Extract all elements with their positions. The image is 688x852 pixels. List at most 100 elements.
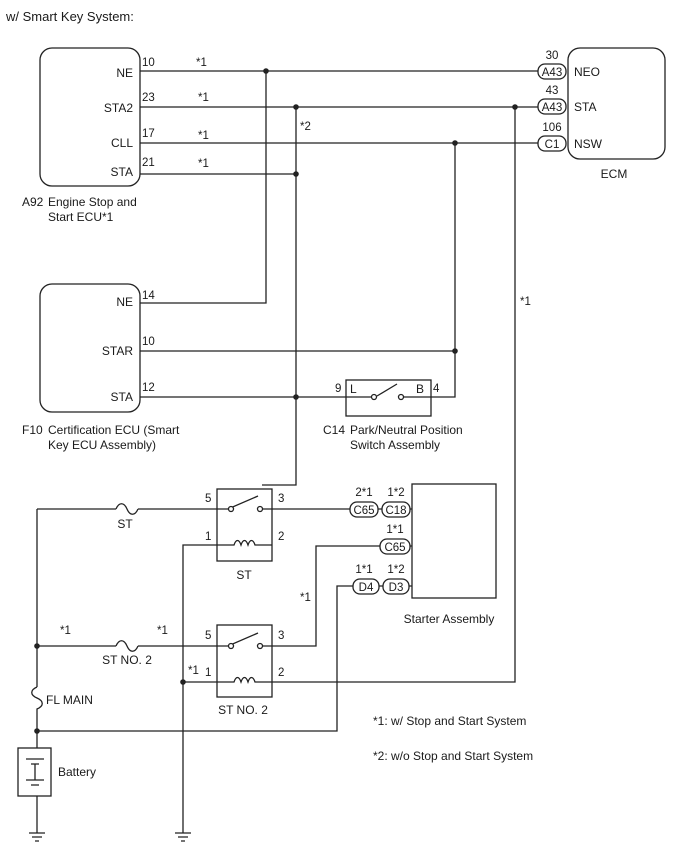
- connector-c1-nsw-pin: 106: [542, 122, 561, 134]
- f10-pin-sta-number: 12: [142, 382, 155, 394]
- a92-cll-note: *1: [198, 130, 209, 142]
- connector-a43-sta-pin: 43: [546, 85, 559, 97]
- coil-ground-star1: *1: [188, 665, 199, 677]
- a92-pin-ne-label: NE: [116, 66, 133, 80]
- connector-d3-pin: 1*2: [387, 564, 404, 576]
- f10-pin-ne-number: 14: [142, 290, 155, 302]
- c14-term-l: L: [350, 382, 357, 396]
- connector-c65-b-label: C65: [384, 542, 405, 554]
- st-no2-relay: [216, 624, 273, 698]
- a92-pin-sta2-label: STA2: [104, 101, 133, 115]
- ecm-pin-nsw-label: NSW: [574, 137, 603, 151]
- engine-stop-start-ecu: NE STA2 CLL STA A92 Engine Stop and Star…: [22, 47, 141, 224]
- a92-pin-sta-number: 21: [142, 157, 155, 169]
- starter-assembly: Starter Assembly: [404, 483, 497, 626]
- diagram-title: w/ Smart Key System:: [5, 9, 134, 24]
- connector-a43-neo-pin: 30: [546, 50, 559, 62]
- park-neutral-switch: L B: [345, 379, 432, 417]
- a92-sta2-note: *1: [198, 92, 209, 104]
- starter-name: Starter Assembly: [404, 612, 495, 626]
- f10-code: F10: [22, 423, 43, 437]
- a92-pin-sta2-number: 23: [142, 92, 155, 104]
- a92-name-line2: Start ECU*1: [48, 210, 114, 224]
- c14-code: C14: [323, 423, 345, 437]
- connector-d4-label: D4: [359, 582, 374, 594]
- battery: Battery: [17, 747, 96, 797]
- fuse-st-label: ST: [117, 517, 133, 531]
- junction-star: [452, 348, 458, 354]
- legend-line1: *1: w/ Stop and Start System: [373, 714, 526, 728]
- connector-c65-b-pin: 1*1: [386, 524, 403, 536]
- fuse-st-no2-symbol: [115, 640, 139, 652]
- fuse-st-no2-label: ST NO. 2: [102, 653, 152, 667]
- junction-sta2: [293, 104, 299, 110]
- junction-a92-sta: [293, 171, 299, 177]
- st-relay-pin1: 1: [205, 531, 211, 543]
- st-no2-relay-pin3: 3: [278, 630, 284, 642]
- connector-a43-sta-label: A43: [542, 102, 562, 114]
- wire-ne: [140, 70, 538, 304]
- st-no2-star1-left: *1: [60, 625, 71, 637]
- a92-code: A92: [22, 195, 44, 209]
- wire-d4-to-battery: [37, 585, 412, 732]
- ground-icon-battery: [29, 832, 45, 842]
- junction-ne: [263, 68, 269, 74]
- c14-term-b: B: [416, 382, 424, 396]
- f10-pin-ne-label: NE: [116, 295, 133, 309]
- a92-sta-note: *1: [198, 158, 209, 170]
- connector-c18-pin: 1*2: [387, 487, 404, 499]
- st-no2-star1-right: *1: [157, 625, 168, 637]
- st-no2-relay-pin5: 5: [205, 630, 211, 642]
- legend-line2: *2: w/o Stop and Start System: [373, 749, 533, 763]
- a92-pin-cll-number: 17: [142, 128, 155, 140]
- st-no2-relay-name: ST NO. 2: [218, 703, 268, 717]
- ecm-name: ECM: [601, 167, 628, 181]
- c14-name-line2: Switch Assembly: [350, 438, 440, 452]
- junction-battery: [34, 728, 40, 734]
- d4-star1-note: *1: [300, 592, 311, 604]
- a92-pin-ne-number: 10: [142, 57, 155, 69]
- certification-ecu: NE STAR STA F10 Certification ECU (Smart…: [22, 283, 180, 452]
- wire-ecm-sta-st-no2: [262, 107, 516, 683]
- a92-name-line1: Engine Stop and: [48, 195, 137, 209]
- junction-f10-sta: [293, 394, 299, 400]
- wire-nsw: [140, 142, 538, 398]
- st-relay-name: ST: [236, 568, 252, 582]
- st-relay-pin5: 5: [205, 493, 211, 505]
- fuse-fl-main-label: FL MAIN: [46, 693, 93, 707]
- st-relay-pin3: 3: [278, 493, 284, 505]
- connector-c18-label: C18: [385, 505, 406, 517]
- c14-pin-b: 4: [433, 383, 440, 395]
- f10-name-line1: Certification ECU (Smart: [48, 423, 180, 437]
- ground-icon-coil: [175, 832, 191, 842]
- st-relay: [216, 488, 273, 562]
- wire-coil-ground: [182, 544, 217, 833]
- junction-nsw: [452, 140, 458, 146]
- junction-st-no2-fuse: [34, 643, 40, 649]
- battery-label: Battery: [58, 765, 96, 779]
- connector-d3-label: D3: [389, 582, 404, 594]
- connector-c65-a-label: C65: [353, 505, 374, 517]
- fuse-st-symbol: [115, 503, 139, 515]
- wire-st-no2-to-starter: [272, 545, 412, 647]
- st-no2-relay-pin2: 2: [278, 667, 284, 679]
- ecm: NEO STA NSW ECM: [567, 47, 666, 181]
- f10-pin-sta-label: STA: [111, 390, 133, 404]
- f10-pin-star-label: STAR: [102, 344, 133, 358]
- c14-name-line1: Park/Neutral Position: [350, 423, 463, 437]
- st-relay-pin2: 2: [278, 531, 284, 543]
- connector-c1-nsw-label: C1: [545, 139, 560, 151]
- sta-star2-note: *2: [300, 121, 311, 133]
- c14-pin-l: 9: [335, 383, 341, 395]
- c14-switch-contact: [346, 383, 431, 398]
- f10-name-line2: Key ECU Assembly): [48, 438, 156, 452]
- a92-pin-cll-label: CLL: [111, 136, 133, 150]
- ecm-sta-star1-note: *1: [520, 296, 531, 308]
- junction-coil-ground: [180, 679, 186, 685]
- f10-pin-star-number: 10: [142, 336, 155, 348]
- a92-ne-note: *1: [196, 57, 207, 69]
- st-no2-relay-pin1: 1: [205, 667, 211, 679]
- wire-sta: [140, 106, 538, 486]
- ecm-pin-sta-label: STA: [574, 100, 596, 114]
